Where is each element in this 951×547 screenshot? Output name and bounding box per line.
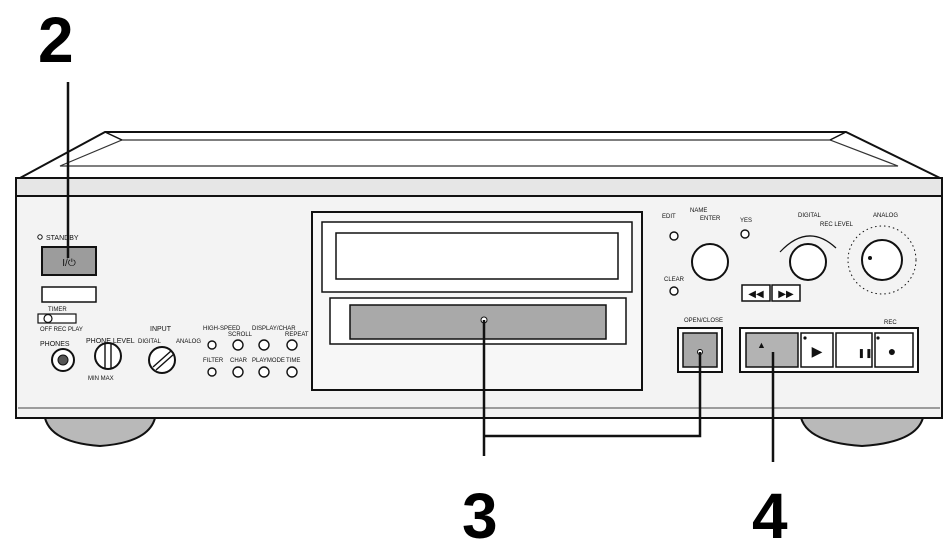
edit-button[interactable] (669, 231, 679, 241)
callout-2: 2 (38, 4, 74, 76)
fn-top-label-4: REPEAT (285, 332, 309, 338)
display-and-tray (311, 211, 643, 391)
leader-line-3-button (484, 352, 702, 438)
top-btn-label-yes: YES (740, 218, 752, 224)
phones-area: PHONES PHONE LEVEL MIN MAX (40, 338, 135, 382)
fn-button-time[interactable] (286, 366, 298, 378)
fn-button-display[interactable] (258, 339, 270, 351)
analog-rec-level-knob[interactable] (861, 239, 903, 281)
top-btn-label-name: NAME (690, 208, 707, 214)
disc-slot[interactable] (349, 304, 607, 340)
level-label-digital: DIGITAL (798, 213, 822, 219)
pause-icon: ❚❚ (857, 348, 872, 359)
ffwd-icon: ▶▶ (778, 289, 794, 300)
rec-level-area: DIGITAL REC LEVEL ANALOG (779, 213, 917, 295)
stop-icon: ▲ (757, 340, 766, 350)
phone-level-label: PHONE LEVEL (86, 338, 135, 345)
open-close-label: OPEN/CLOSE (684, 318, 723, 324)
fn-button-scroll[interactable] (232, 339, 244, 351)
search-buttons: ◀◀ ▶▶ (741, 284, 801, 302)
fn-button-filter[interactable] (207, 367, 217, 377)
edit-buttons: EDIT NAME ENTER YES CLEAR (662, 208, 752, 296)
rewind-icon: ◀◀ (748, 289, 764, 300)
yes-button[interactable] (740, 229, 750, 239)
level-label-analog: ANALOG (873, 213, 898, 219)
rec-label: REC (884, 320, 897, 326)
standby-label: STANDBY (46, 235, 79, 242)
fn-top-label-3: DISPLAY/CHAR (252, 326, 296, 332)
clear-button[interactable] (669, 286, 679, 296)
remote-sensor (41, 286, 97, 303)
function-buttons: HIGH-SPEED SCROLL DISPLAY/CHAR REPEAT FI… (203, 326, 309, 378)
power-icon: I/⏻ (62, 258, 76, 269)
fn-button-char[interactable] (232, 366, 244, 378)
top-cover (19, 131, 941, 179)
fn-button-playmode[interactable] (258, 366, 270, 378)
level-label-rec: REC LEVEL (820, 222, 854, 228)
phones-jack-hole (57, 354, 69, 366)
timer-switch-area: TIMER OFF REC PLAY (37, 307, 83, 333)
volume-sub-label: MIN MAX (88, 376, 114, 382)
input-selector-area: INPUT DIGITAL ANALOG (138, 326, 201, 374)
leader-lines (66, 82, 775, 462)
timer-switch[interactable] (37, 313, 77, 324)
amms-dial[interactable] (691, 243, 729, 281)
phone-level-knob[interactable] (94, 342, 122, 370)
fn-button-high-speed[interactable] (207, 340, 217, 350)
play-icon: ▶ (812, 343, 823, 359)
callout-3: 3 (462, 480, 498, 542)
input-option-digital: DIGITAL (138, 339, 162, 345)
timer-modes: OFF REC PLAY (40, 327, 83, 333)
standby-indicator (37, 234, 43, 240)
timer-label: TIMER (48, 307, 67, 313)
rec-button[interactable] (874, 332, 914, 368)
fn-top-label-1: HIGH-SPEED (203, 326, 241, 332)
input-label: INPUT (150, 326, 172, 333)
display-screen (335, 232, 619, 280)
pause-button[interactable] (835, 332, 873, 368)
top-btn-label-edit: EDIT (662, 214, 676, 220)
fn-top-label-2: SCROLL (228, 332, 253, 338)
ffwd-button[interactable] (771, 284, 801, 302)
timer-switch-knob[interactable] (43, 313, 53, 324)
fn-bottom-label-2: CHAR (230, 358, 248, 364)
digital-rec-level-knob[interactable] (789, 243, 827, 281)
clear-label: CLEAR (664, 277, 685, 283)
rewind-button[interactable] (741, 284, 771, 302)
fn-button-repeat[interactable] (286, 339, 298, 351)
fn-bottom-label-1: FILTER (203, 358, 224, 364)
fn-bottom-label-3: PLAYMODE (252, 358, 285, 364)
top-btn-label-enter: ENTER (700, 216, 721, 222)
rec-icon: ● (888, 343, 896, 359)
input-option-analog: ANALOG (176, 339, 201, 345)
phones-label: PHONES (40, 341, 70, 348)
transport-buttons: REC ▲ ▶ ❚❚ ● (739, 320, 919, 373)
input-knob[interactable] (148, 346, 176, 374)
fn-bottom-label-4: TIME (286, 358, 300, 364)
callout-4: 4 (752, 480, 788, 542)
